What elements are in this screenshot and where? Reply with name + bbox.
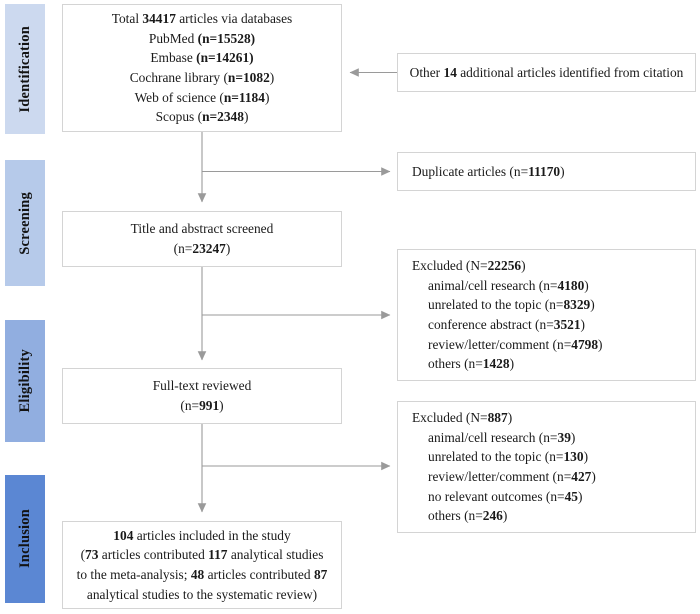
stage-bar-inclusion: Inclusion [5,475,45,603]
box-title-abstract-screened: Title and abstract screened (n=23247) [62,211,342,267]
box-duplicates-removed: Duplicate articles (n=11170) [397,152,696,191]
box-line: (73 articles contributed 117 analytical … [80,547,324,563]
box-line: others (n=246) [428,508,508,524]
box-line: review/letter/comment (n=427) [428,469,596,484]
box-line: analytical studies to the systematic rev… [86,586,318,602]
stage-bar-eligibility: Eligibility [5,320,45,442]
box-line: to the meta-analysis; 48 articles contri… [76,567,328,582]
box-included-studies: 104 articles included in the study (73 ar… [62,521,342,609]
box-line: Other 14 additional articles identified … [409,64,684,80]
box-line: review/letter/comment (n=4798) [428,336,603,352]
arrow-identification-to-screening [197,132,391,203]
box-line: Scopus (n=2348) [155,109,249,125]
box-line: Embase (n=14261) [150,50,254,66]
arrow-screening-to-fulltext [197,267,391,361]
stage-label-screening: Screening [16,191,33,255]
box-screening-excluded: Excluded (N=22256) animal/cell research (… [397,249,696,381]
box-citation-records: Other 14 additional articles identified … [397,53,696,92]
box-line: animal/cell research (n=39) [428,429,576,445]
box-line: Excluded (N=22256) [412,257,526,273]
box-line: (n=23247) [173,241,231,256]
box-line: 104 articles included in the study [113,527,291,543]
box-line: unrelated to the topic (n=130) [428,449,589,465]
box-line: no relevant outcomes (n=45) [428,488,583,504]
arrow-fulltext-to-included [197,424,391,513]
box-line: PubMed (n=15528) [148,30,256,46]
box-line: Title and abstract screened [130,221,274,237]
box-line: Cochrane library (n=1082) [129,70,275,85]
stage-label-identification: Identification [16,25,33,113]
stage-label-eligibility: Eligibility [16,349,33,413]
box-line: Excluded (N=887) [412,409,513,425]
box-eligibility-excluded: Excluded (N=887) animal/cell research (n=… [397,401,696,533]
box-full-text-reviewed: Full-text reviewed (n=991) [62,368,342,424]
stage-label-inclusion: Inclusion [16,509,33,569]
box-line: others (n=1428) [428,356,515,372]
stage-bar-screening: Screening [5,160,45,286]
box-line: unrelated to the topic (n=8329) [428,297,595,313]
box-line: (n=991) [180,398,224,413]
box-line: Duplicate articles (n=11170) [412,163,565,179]
box-line: conference abstract (n=3521) [428,317,586,332]
box-line: animal/cell research (n=4180) [428,277,589,293]
box-line: Total 34417 articles via databases [111,10,293,26]
stage-bar-identification: Identification [5,4,45,134]
box-line: Web of science (n=1184) [134,89,270,105]
box-line: Full-text reviewed [152,378,252,394]
